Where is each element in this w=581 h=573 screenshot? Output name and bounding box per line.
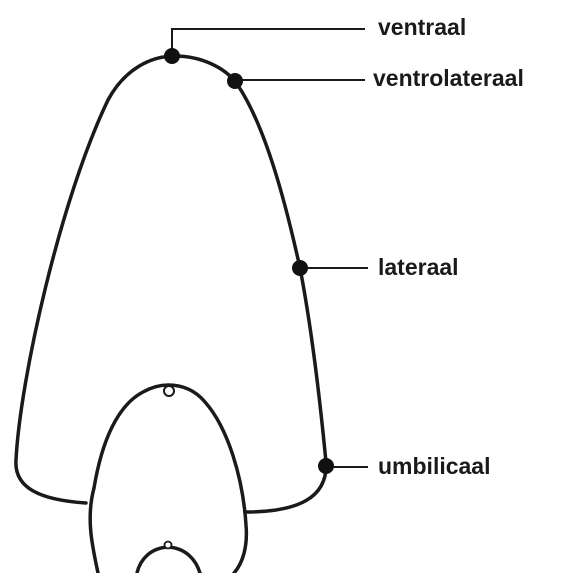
siphuncle-lower: [165, 542, 172, 549]
marker-umbilicaal: [318, 458, 334, 474]
leader-line-ventraal: [172, 29, 365, 54]
marker-lateraal: [292, 260, 308, 276]
label-ventraal: ventraal: [378, 16, 466, 39]
label-ventrolateraal: ventrolateraal: [373, 67, 524, 90]
marker-ventraal: [164, 48, 180, 64]
label-lateraal: lateraal: [378, 256, 459, 279]
innermost-whorl-outline: [137, 547, 200, 573]
label-umbilicaal: umbilicaal: [378, 455, 490, 478]
marker-ventrolateraal: [227, 73, 243, 89]
outer-whorl-outline: [16, 56, 326, 512]
siphuncle-upper: [164, 386, 174, 396]
